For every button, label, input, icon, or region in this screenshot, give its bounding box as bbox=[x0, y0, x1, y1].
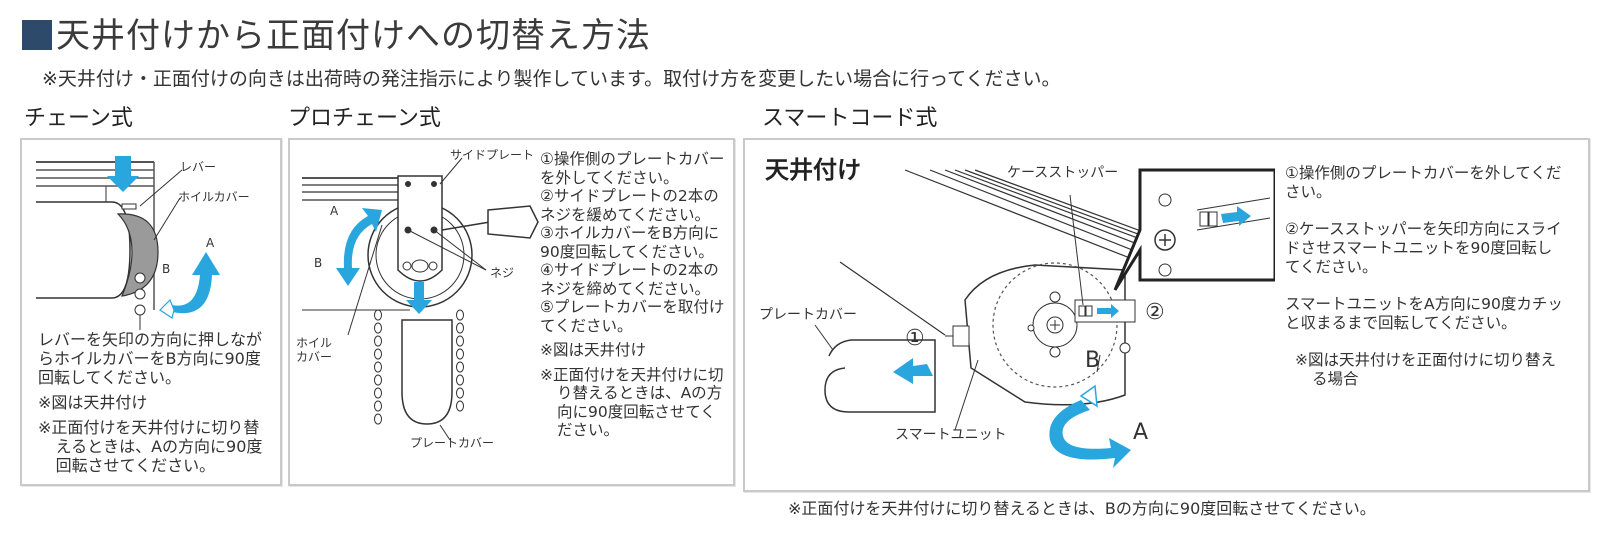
label-side-plate: サイドプレート bbox=[450, 148, 535, 162]
top-note: ※天井付け・正面付けの向きは出荷時の発注指示により製作しています。取付け方を変更… bbox=[42, 68, 1061, 90]
label-a: A bbox=[330, 204, 339, 218]
chain-note-2: ※正面付けを天井付けに切り替えるときは、Aの方向に90度回転させてください。 bbox=[38, 418, 263, 475]
prochain-step-5: ⑤プレートカバーを取付けてください。 bbox=[540, 298, 725, 335]
rotate-ab-arrow-icon bbox=[336, 208, 382, 286]
label-circle-1: ① bbox=[905, 326, 925, 351]
heading-prochain: プロチェーン式 bbox=[288, 106, 441, 131]
label-wheel-cover-line1: ホイル bbox=[296, 336, 333, 350]
heading-chain: チェーン式 bbox=[24, 106, 133, 131]
chain-text: レバーを矢印の方向に押しながらホイルカバーをB方向に90度回転してください。 ※… bbox=[38, 330, 274, 475]
prochain-step-4: ④サイドプレートの2本のネジを締めてください。 bbox=[540, 261, 719, 298]
label-b: B bbox=[314, 256, 323, 270]
prochain-diagram bbox=[302, 157, 539, 441]
label-plate-cover: プレートカバー bbox=[759, 307, 857, 323]
page-title: 天井付けから正面付けへの切替え方法 bbox=[22, 14, 651, 58]
prochain-step-2: ②サイドプレートの2本のネジを緩めてください。 bbox=[540, 187, 719, 224]
label-plate-cover: プレートカバー bbox=[410, 436, 495, 450]
smartcord-note: ※図は天井付けを正面付けに切り替える場合 bbox=[1295, 351, 1556, 388]
chain-panel: レバー ホイルカバー A B レバーを矢印の方向に押しながらホイルカバーをB方向… bbox=[20, 138, 282, 486]
label-circle-2: ② bbox=[1145, 300, 1165, 325]
prochain-note-1: ※図は天井付け bbox=[540, 341, 646, 359]
label-a: A bbox=[1133, 420, 1149, 445]
rotate-a-arrow-icon bbox=[172, 252, 220, 314]
label-lever: レバー bbox=[180, 160, 217, 174]
title-marker bbox=[22, 20, 52, 50]
chain-description: レバーを矢印の方向に押しながらホイルカバーをB方向に90度回転してください。 bbox=[38, 330, 263, 387]
prochain-panel: サイドプレート ネジ A B ホイル カバー プレートカバー ①操作側のプレート… bbox=[288, 138, 735, 486]
smartcord-diagram bbox=[814, 168, 1275, 468]
label-b: B bbox=[1085, 348, 1101, 373]
smartcord-panel: 天井付け bbox=[743, 138, 1590, 492]
label-smart-unit: スマートユニット bbox=[895, 427, 1007, 443]
label-wheel-cover-line2: カバー bbox=[296, 350, 333, 364]
page-title-text: 天井付けから正面付けへの切替え方法 bbox=[56, 16, 651, 56]
prochain-text: ①操作側のプレートカバーを外してください。 ②サイドプレートの2本のネジを緩めて… bbox=[540, 150, 730, 440]
label-screw: ネジ bbox=[490, 266, 515, 280]
smartcord-text: ①操作側のプレートカバーを外してください。 ②ケースストッパーを矢印方向にスライ… bbox=[1285, 164, 1565, 389]
smartcord-step-3: スマートユニットをA方向に90度カチッと収まるまで回転してください。 bbox=[1285, 295, 1563, 332]
smartcord-step-2: ②ケースストッパーを矢印方向にスライドさせスマートユニットを90度回転してくださ… bbox=[1285, 220, 1562, 276]
plate-cover-remove-arrow-icon bbox=[893, 358, 933, 384]
heading-smartcord: スマートコード式 bbox=[762, 106, 938, 131]
rotate-ab-arrow-icon bbox=[1049, 400, 1131, 468]
plate-cover-down-arrow-icon bbox=[406, 282, 432, 314]
label-a: A bbox=[206, 236, 215, 250]
smartcord-step-1: ①操作側のプレートカバーを外してください。 bbox=[1285, 164, 1562, 201]
prochain-note-2: ※正面付けを天井付けに切り替えるときは、Aの方向に90度回転させてください。 bbox=[540, 365, 724, 440]
rotate-b-arrow-icon bbox=[159, 298, 175, 319]
chain-note-1: ※図は天井付け bbox=[38, 393, 148, 412]
stopper-slide-arrow-icon bbox=[1097, 304, 1119, 318]
chain-diagram bbox=[36, 156, 220, 330]
prochain-step-3: ③ホイルカバーをB方向に90度回転してください。 bbox=[540, 224, 720, 261]
prochain-step-1: ①操作側のプレートカバーを外してください。 bbox=[540, 150, 725, 187]
label-case-stopper: ケースストッパー bbox=[1007, 165, 1119, 181]
bottom-note: ※正面付けを天井付けに切り替えるときは、Bの方向に90度回転させてください。 bbox=[788, 499, 1376, 518]
label-wheel-cover: ホイル カバー bbox=[296, 336, 332, 364]
label-wheel-cover: ホイルカバー bbox=[178, 190, 250, 204]
inset-slide-arrow-icon bbox=[1221, 206, 1251, 226]
push-arrow-icon bbox=[107, 156, 139, 192]
smartcord-diagram-title: 天井付け bbox=[765, 156, 861, 184]
label-b: B bbox=[162, 262, 171, 276]
